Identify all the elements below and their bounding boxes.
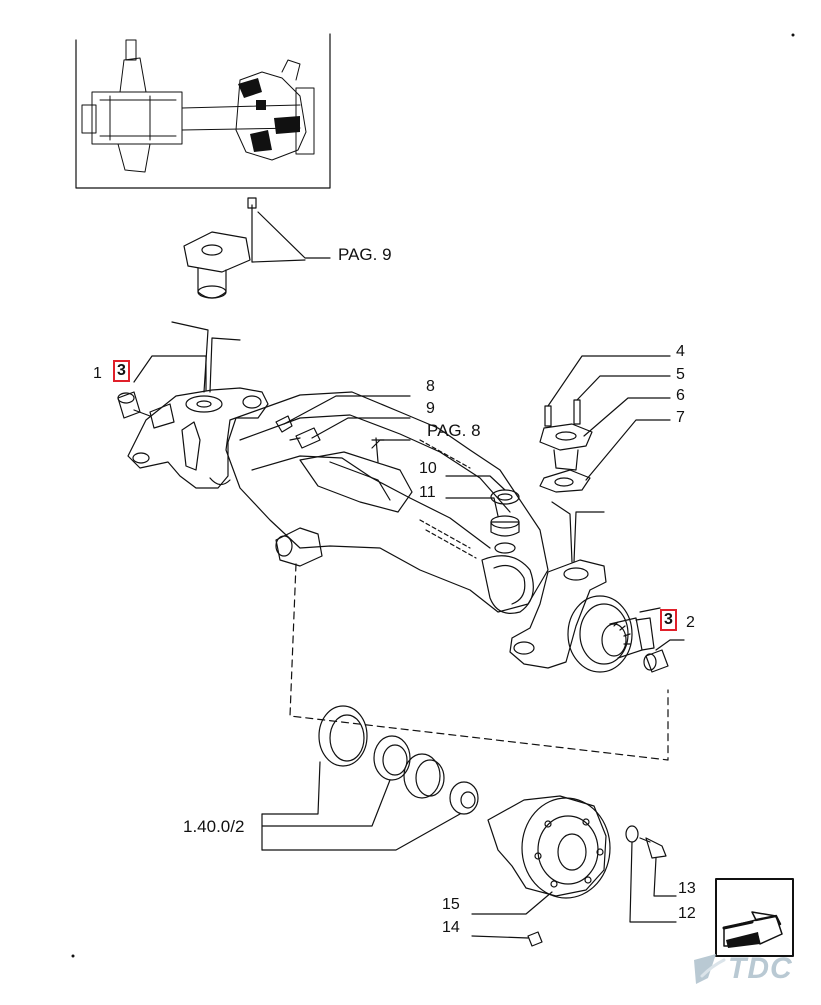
callout-5: 5: [676, 366, 685, 383]
callout-3-left: 3: [113, 360, 130, 382]
callout-11: 11: [419, 484, 436, 501]
seal-bushing-10-11: [445, 475, 520, 554]
left-steering-knuckle: [117, 321, 269, 489]
tdc-logo-text: TDC: [728, 952, 793, 985]
callout-15: 15: [442, 896, 460, 913]
ref-pag9[interactable]: PAG. 9: [338, 245, 392, 264]
tdc-logo-icon: [694, 954, 726, 984]
callout-8: 8: [426, 378, 435, 395]
callout-12: 12: [678, 905, 696, 922]
right-steering-knuckle: [509, 501, 685, 673]
callout-6: 6: [676, 387, 685, 404]
explode-guide: [289, 563, 669, 761]
differential-carrier: [471, 795, 677, 947]
ref-pag8[interactable]: PAG. 8: [427, 421, 481, 440]
bolts-8-9: [275, 395, 411, 449]
right-upper-cap: [539, 355, 671, 493]
leader-lines: [133, 355, 385, 463]
callout-13: 13: [678, 880, 696, 897]
next-page-arrow-icon[interactable]: [715, 878, 794, 957]
bearing-set: [261, 705, 479, 851]
overview-inset: [75, 33, 331, 189]
upper-pivot-cap: [183, 197, 331, 299]
axle-housing: [225, 391, 549, 614]
callout-2: 2: [686, 614, 695, 631]
callout-7: 7: [676, 409, 685, 426]
callout-1: 1: [93, 365, 102, 382]
callout-3-right: 3: [660, 609, 677, 631]
callout-10: 10: [419, 460, 437, 477]
callout-9: 9: [426, 400, 435, 417]
ref-section-1-40-0-2[interactable]: 1.40.0/2: [183, 817, 245, 836]
callout-14: 14: [442, 919, 460, 936]
callout-4: 4: [676, 343, 685, 360]
